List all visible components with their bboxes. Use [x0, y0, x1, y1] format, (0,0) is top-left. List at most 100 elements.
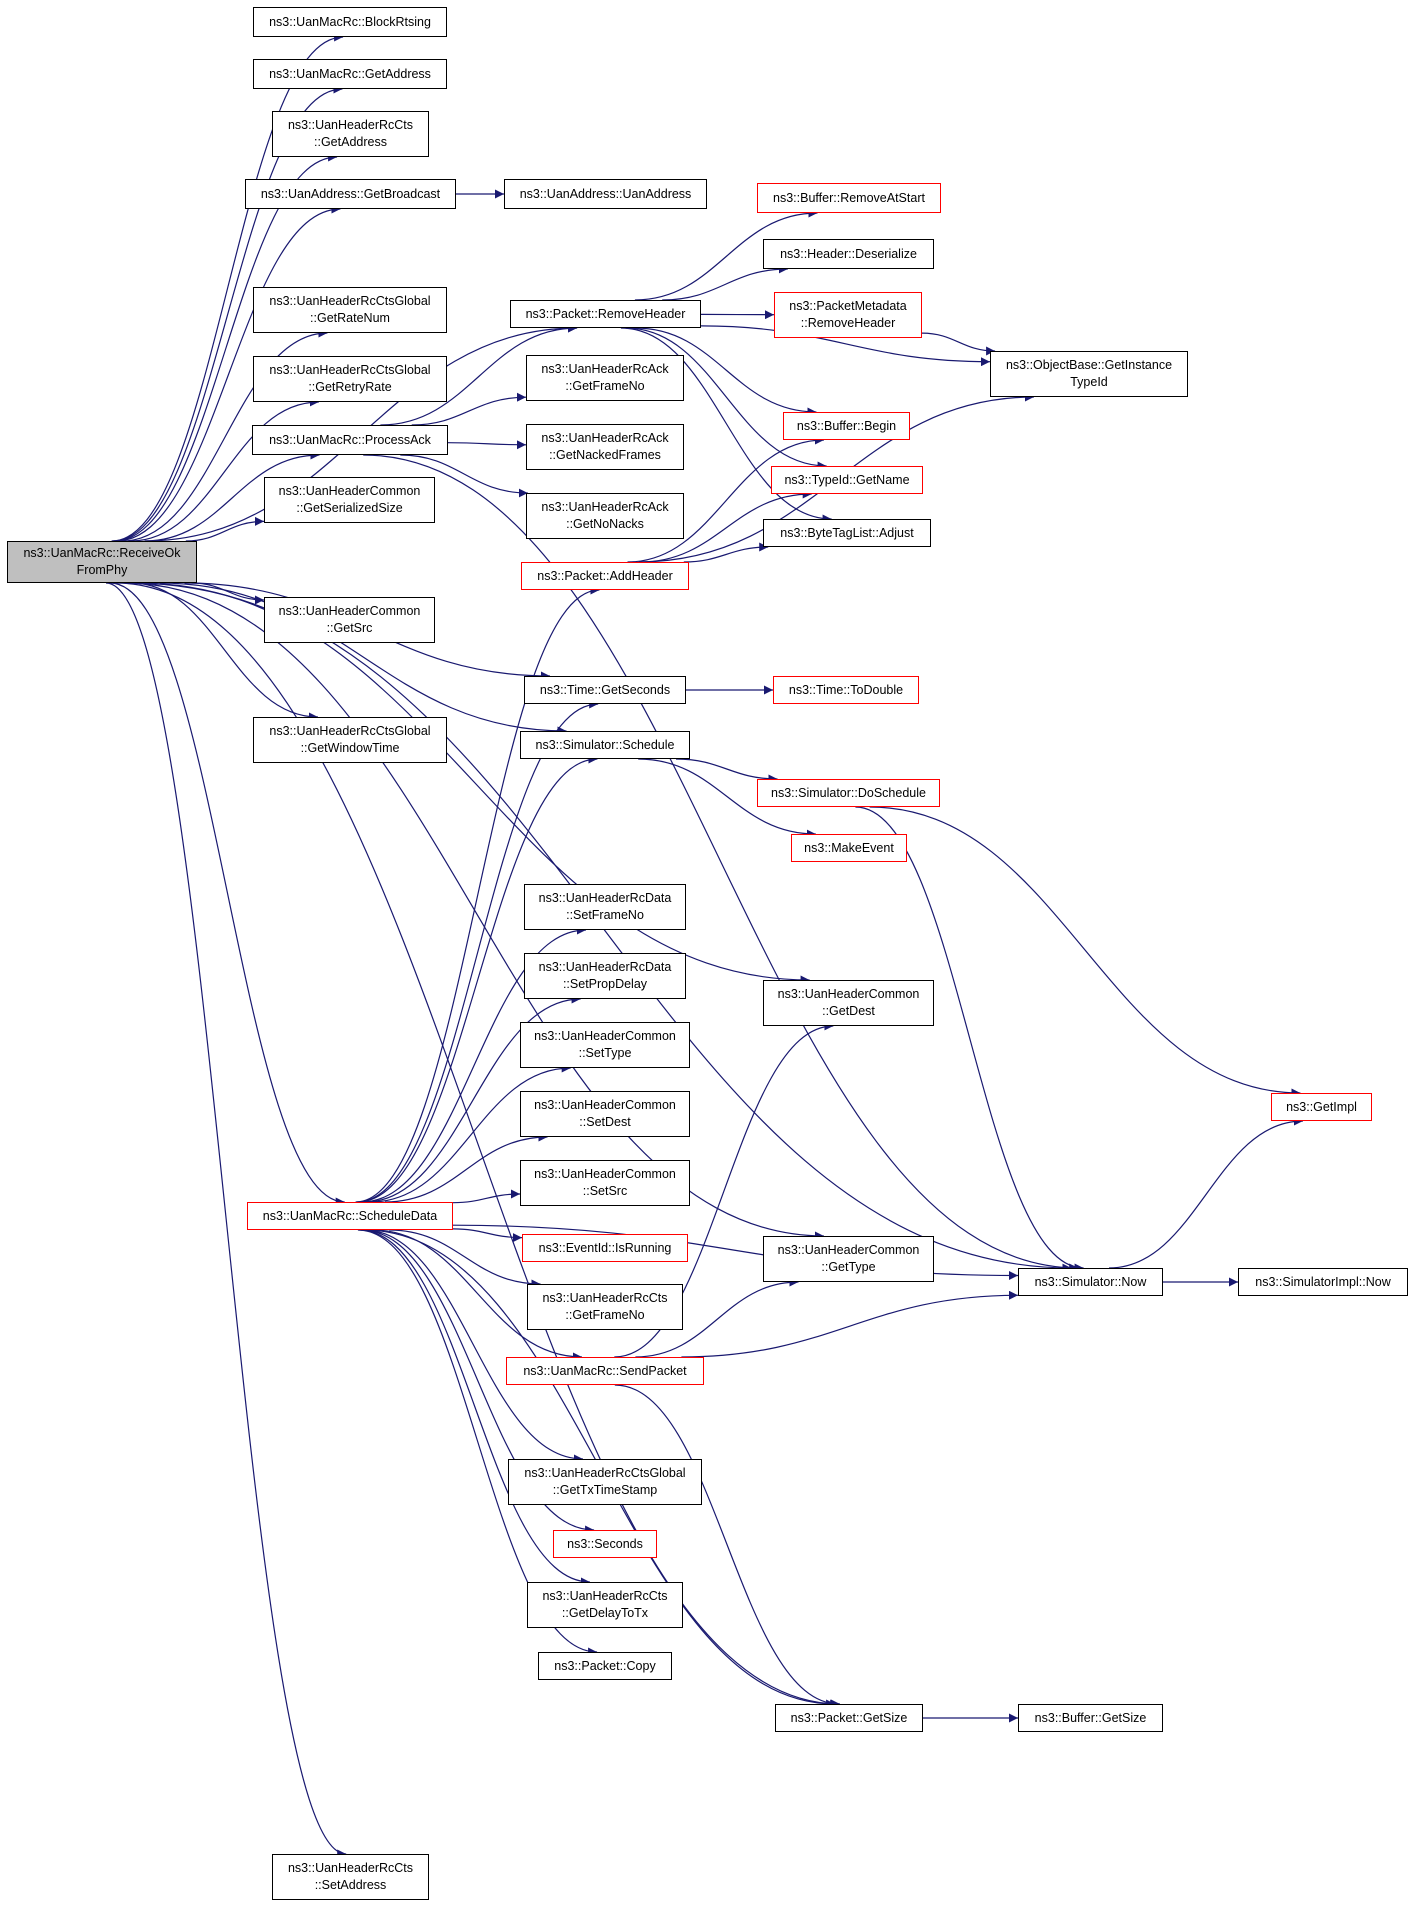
call-edge-schedule-to-doschedule — [675, 758, 778, 784]
call-edge-scheduledata-to-ctsgetframeno — [389, 1229, 541, 1289]
function-node-getratenum[interactable]: ns3::UanHeaderRcCtsGlobal::GetRateNum — [253, 287, 447, 333]
function-node-todouble[interactable]: ns3::Time::ToDouble — [773, 676, 919, 704]
function-node-label: ns3::UanHeaderCommon — [777, 1243, 920, 1257]
function-node-schedule[interactable]: ns3::Simulator::Schedule — [520, 731, 690, 759]
call-edge-processack-to-getnackedframes — [447, 440, 527, 450]
call-edge-root-to-getratenum — [122, 328, 328, 542]
function-node-label: ns3::UanAddress::GetBroadcast — [260, 186, 441, 201]
function-node-getsrc[interactable]: ns3::UanHeaderCommon::GetSrc — [264, 597, 435, 643]
call-edge-scheduledata-to-copy — [357, 1229, 598, 1657]
function-node-gettxtimestamp[interactable]: ns3::UanHeaderRcCtsGlobal::GetTxTimeStam… — [508, 1459, 702, 1505]
function-node-sendpacket[interactable]: ns3::UanMacRc::SendPacket — [506, 1357, 704, 1385]
function-node-blockrtsing[interactable]: ns3::UanMacRc::BlockRtsing — [253, 7, 447, 37]
function-node-label: ns3::Seconds — [567, 1536, 643, 1551]
function-node-adjust[interactable]: ns3::ByteTagList::Adjust — [763, 519, 931, 547]
function-node-setpropdelay[interactable]: ns3::UanHeaderRcData::SetPropDelay — [524, 953, 686, 999]
function-node-label: ns3::Packet::AddHeader — [537, 568, 673, 583]
function-node-getretryrate[interactable]: ns3::UanHeaderRcCtsGlobal::GetRetryRate — [253, 356, 447, 402]
function-node-isrunning[interactable]: ns3::EventId::IsRunning — [522, 1234, 688, 1262]
function-node-setframeno[interactable]: ns3::UanHeaderRcData::SetFrameNo — [524, 884, 686, 930]
function-node-getseconds[interactable]: ns3::Time::GetSeconds — [524, 676, 686, 704]
function-node-copy[interactable]: ns3::Packet::Copy — [538, 1652, 672, 1680]
function-node-label: ns3::UanHeaderRcCts — [542, 1291, 668, 1305]
function-node-label: ::GetDelayToTx — [561, 1606, 649, 1620]
function-node-doschedule[interactable]: ns3::Simulator::DoSchedule — [757, 779, 940, 807]
function-node-label: ::GetType — [821, 1260, 876, 1274]
call-edge-removeheader-to-deserialize — [662, 264, 788, 301]
call-edge-sendpacket-to-getdest — [614, 1021, 834, 1358]
function-node-implnow[interactable]: ns3::SimulatorImpl::Now — [1238, 1268, 1408, 1296]
function-node-label: ns3::Time::GetSeconds — [539, 682, 671, 697]
function-node-getwindowtime[interactable]: ns3::UanHeaderRcCtsGlobal::GetWindowTime — [253, 717, 447, 763]
function-node-getnackedframes[interactable]: ns3::UanHeaderRcAck::GetNackedFrames — [526, 424, 684, 470]
function-node-label: ns3::UanMacRc::SendPacket — [523, 1363, 687, 1378]
function-node-label: ::GetRateNum — [310, 311, 390, 325]
function-node-getdest[interactable]: ns3::UanHeaderCommon::GetDest — [763, 980, 934, 1026]
function-node-gettype[interactable]: ns3::UanHeaderCommon::GetType — [763, 1236, 934, 1282]
function-node-label: ns3::Simulator::Schedule — [535, 737, 675, 752]
function-node-setdest[interactable]: ns3::UanHeaderCommon::SetDest — [520, 1091, 690, 1137]
call-edge-scheduledata-to-gettxtimestamp — [363, 1229, 584, 1464]
call-edge-root-to-getbroadcast — [116, 204, 341, 542]
function-node-label: ns3::UanHeaderCommon — [534, 1098, 676, 1112]
function-node-label: ns3::Header::Deserialize — [780, 246, 917, 261]
call-edge-root-to-getretryrate — [130, 397, 319, 542]
function-node-label: ::GetDest — [822, 1004, 875, 1018]
function-node-buffergetsize[interactable]: ns3::Buffer::GetSize — [1018, 1704, 1163, 1732]
function-node-getimpl[interactable]: ns3::GetImpl — [1271, 1093, 1372, 1121]
function-node-label: ::SetFrameNo — [566, 908, 644, 922]
function-node-ctsgetframeno[interactable]: ns3::UanHeaderRcCts::GetFrameNo — [527, 1284, 683, 1330]
call-edge-root-to-getwindowtime — [131, 582, 319, 722]
function-node-label: ns3::UanHeaderCommon — [534, 1167, 676, 1181]
function-node-removeheader[interactable]: ns3::Packet::RemoveHeader — [510, 300, 701, 328]
function-node-setsrc[interactable]: ns3::UanHeaderCommon::SetSrc — [520, 1160, 690, 1206]
function-node-scheduledata[interactable]: ns3::UanMacRc::ScheduleData — [247, 1202, 453, 1230]
function-node-processack[interactable]: ns3::UanMacRc::ProcessAck — [252, 425, 448, 455]
function-node-uanaddress[interactable]: ns3::UanAddress::UanAddress — [504, 179, 707, 209]
call-edge-scheduledata-to-getdelaytotx — [359, 1229, 590, 1587]
function-node-label: ns3::UanHeaderRcData — [538, 891, 672, 905]
function-node-label: ns3::UanHeaderCommon — [278, 484, 421, 498]
function-node-seconds[interactable]: ns3::Seconds — [553, 1530, 657, 1558]
function-node-metaremoveheader[interactable]: ns3::PacketMetadata::RemoveHeader — [774, 292, 922, 338]
function-node-label: ::GetRetryRate — [308, 380, 392, 394]
function-node-ctssetaddress[interactable]: ns3::UanHeaderRcCts::SetAddress — [272, 1854, 429, 1900]
call-edge-scheduledata-to-setdest — [384, 1132, 548, 1203]
call-edge-processack-to-getnonacks — [400, 454, 528, 498]
call-edge-schedule-to-makeevent — [638, 758, 816, 839]
function-node-label: ::GetNackedFrames — [549, 448, 661, 462]
function-node-label: ns3::Packet::GetSize — [790, 1710, 908, 1725]
function-node-settype[interactable]: ns3::UanHeaderCommon::SetType — [520, 1022, 690, 1068]
call-edge-root-to-ctssetaddress — [105, 582, 347, 1859]
function-node-deserialize[interactable]: ns3::Header::Deserialize — [763, 239, 934, 269]
function-node-packetgetsize[interactable]: ns3::Packet::GetSize — [775, 1704, 923, 1732]
function-node-getnonacks[interactable]: ns3::UanHeaderRcAck::GetNoNacks — [526, 493, 684, 539]
function-node-label: ns3::UanHeaderRcCts — [287, 118, 414, 132]
function-node-label: ns3::Buffer::RemoveAtStart — [773, 190, 925, 205]
function-node-typeidgetname[interactable]: ns3::TypeId::GetName — [771, 466, 923, 494]
function-node-removeatstart[interactable]: ns3::Buffer::RemoveAtStart — [757, 183, 941, 213]
function-node-label: ::RemoveHeader — [800, 316, 896, 330]
function-node-makeevent[interactable]: ns3::MakeEvent — [791, 834, 907, 862]
function-node-ackgetframeno[interactable]: ns3::UanHeaderRcAck::GetFrameNo — [526, 355, 684, 401]
function-node-label: ns3::UanAddress::UanAddress — [519, 186, 692, 201]
function-node-macgetaddress[interactable]: ns3::UanMacRc::GetAddress — [253, 59, 447, 89]
call-edge-addheader-to-bufferbegin — [627, 435, 825, 563]
call-edge-root-to-getserializedsize — [185, 516, 265, 542]
function-node-ctsgetaddress[interactable]: ns3::UanHeaderRcCts::GetAddress — [272, 111, 429, 157]
function-node-getserializedsize[interactable]: ns3::UanHeaderCommon::GetSerializedSize — [264, 477, 435, 523]
function-node-label: ::SetSrc — [582, 1184, 628, 1198]
function-node-addheader[interactable]: ns3::Packet::AddHeader — [521, 562, 689, 590]
function-node-label: FromPhy — [76, 563, 128, 577]
call-edge-simnow-to-getimpl — [1108, 1116, 1304, 1269]
function-node-simnow[interactable]: ns3::Simulator::Now — [1018, 1268, 1163, 1296]
function-node-getdelaytotx[interactable]: ns3::UanHeaderRcCts::GetDelayToTx — [527, 1582, 683, 1628]
function-node-label: ns3::UanMacRc::BlockRtsing — [269, 14, 431, 29]
function-node-label: ::GetSerializedSize — [296, 501, 403, 515]
function-node-label: ns3::UanHeaderRcCtsGlobal — [269, 724, 431, 738]
function-node-label: ns3::UanHeaderRcCtsGlobal — [269, 363, 431, 377]
function-node-getbroadcast[interactable]: ns3::UanAddress::GetBroadcast — [245, 179, 456, 209]
function-node-bufferbegin[interactable]: ns3::Buffer::Begin — [783, 412, 910, 440]
